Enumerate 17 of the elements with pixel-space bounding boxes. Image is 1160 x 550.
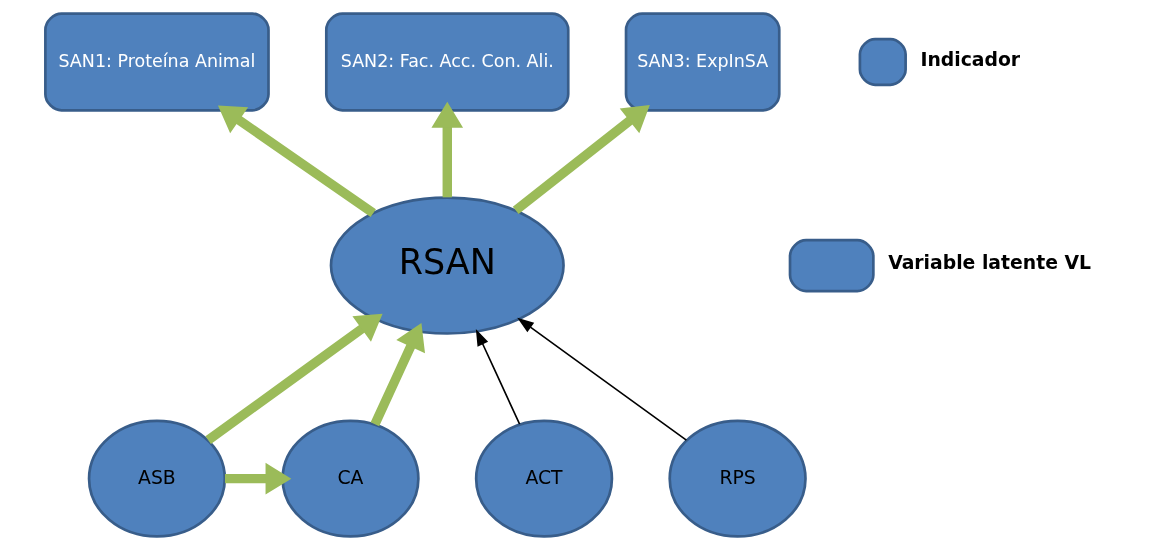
arrow — [475, 329, 521, 425]
node-ellipse: RPS — [668, 419, 807, 538]
legend-label: Indicador — [920, 48, 1021, 70]
node-box: SAN1: Proteína Animal — [44, 12, 270, 112]
legend-label: Variable latente VL — [888, 252, 1091, 274]
node-box: SAN3: ExpInSA — [624, 12, 781, 112]
node-ellipse: CA — [281, 419, 420, 538]
arrow — [517, 317, 688, 441]
arrow — [370, 323, 425, 427]
arrow — [431, 101, 464, 198]
arrow — [225, 462, 292, 495]
arrow — [217, 105, 376, 217]
node-ellipse: ASB — [87, 419, 227, 538]
node-box: SAN2: Fac. Acc. Con. Ali. — [324, 12, 570, 112]
node-ellipse: ACT — [474, 419, 614, 538]
arrow — [512, 104, 650, 215]
arrow — [205, 313, 383, 444]
